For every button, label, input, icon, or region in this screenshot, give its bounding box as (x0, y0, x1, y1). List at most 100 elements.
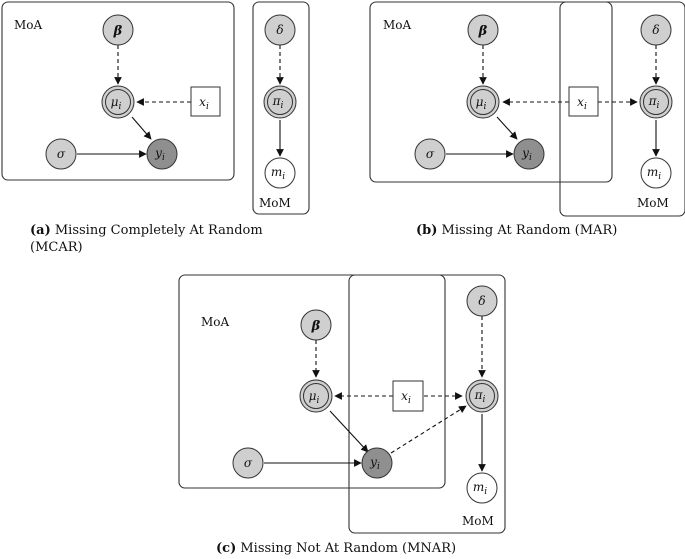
mu-symbol: μ (309, 389, 317, 403)
caption-c-letter: (c) (216, 541, 237, 556)
m-subscript: i (282, 172, 285, 182)
node-delta-a: δ (264, 14, 296, 46)
node-sigma-a: σ (45, 138, 77, 170)
node-y-c: yi (361, 447, 393, 479)
caption-a: (a) Missing Completely At Random (MCAR) (30, 222, 310, 256)
mu-subscript: i (483, 102, 486, 112)
caption-a-letter: (a) (30, 223, 51, 238)
x-subscript: i (584, 102, 587, 112)
node-beta-b: β (467, 14, 499, 46)
node-beta-c: β (300, 309, 332, 341)
node-pi-a: πi (263, 85, 297, 119)
y-symbol: y (154, 146, 162, 160)
pi-subscript: i (483, 395, 486, 405)
plate-mom-label-c: MoM (462, 514, 494, 528)
panel-c: MoA MoM β μi xi σ yi (178, 274, 506, 534)
x-symbol: x (401, 389, 408, 403)
sigma-symbol: σ (57, 147, 66, 161)
pi-symbol: π (272, 94, 282, 108)
edge-mu-y-c (329, 410, 369, 453)
node-delta-c: δ (466, 285, 498, 317)
svg-text:πi: πi (474, 388, 486, 405)
beta-symbol: β (113, 24, 123, 39)
svg-text:xi: xi (199, 95, 209, 112)
plate-moa-c (178, 274, 446, 489)
panel-b: MoA MoM β μi xi σ yi (369, 1, 685, 217)
plate-mom-label-a: MoM (259, 196, 291, 210)
node-sigma-c: σ (232, 447, 264, 479)
svg-text:πi: πi (272, 94, 284, 111)
y-subscript: i (529, 153, 532, 163)
delta-symbol: δ (478, 294, 485, 308)
svg-text:mi: mi (271, 165, 285, 182)
pi-subscript: i (281, 101, 284, 111)
mu-subscript: i (118, 102, 121, 112)
x-symbol: x (577, 95, 584, 109)
x-subscript: i (408, 396, 411, 406)
node-mu-b: μi (466, 85, 500, 119)
plate-mom-a (252, 1, 310, 215)
svg-text:yi: yi (154, 146, 165, 163)
plate-mom-label-b: MoM (637, 196, 669, 210)
delta-symbol: δ (652, 23, 659, 37)
svg-text:xi: xi (577, 95, 587, 112)
plate-moa-b (369, 1, 613, 183)
m-symbol: m (473, 480, 484, 494)
node-m-a: mi (264, 157, 296, 189)
mu-symbol: μ (476, 95, 484, 109)
sigma-symbol: σ (244, 456, 253, 470)
edge-mu-y-b (496, 116, 518, 140)
node-mu-a: μi (101, 85, 135, 119)
node-delta-b: δ (640, 14, 672, 46)
caption-c-text: Missing Not At Random (MNAR) (240, 541, 457, 556)
node-beta-a: β (102, 14, 134, 46)
caption-a-text: Missing Completely At Random (54, 223, 263, 238)
beta-symbol: β (478, 24, 488, 39)
m-subscript: i (484, 487, 487, 497)
sigma-symbol: σ (426, 147, 435, 161)
m-subscript: i (658, 172, 661, 182)
node-x-c: xi (392, 380, 424, 412)
panel-a: MoA MoM β μi xi σ yi (1, 1, 310, 215)
svg-text:yi: yi (521, 146, 532, 163)
y-subscript: i (377, 462, 380, 472)
node-m-c: mi (466, 472, 498, 504)
pi-subscript: i (657, 101, 660, 111)
caption-b-letter: (b) (416, 223, 438, 238)
x-subscript: i (206, 102, 209, 112)
node-sigma-b: σ (414, 138, 446, 170)
caption-c: (c) Missing Not At Random (MNAR) (216, 540, 516, 557)
edge-y-pi-c (390, 405, 467, 454)
y-symbol: y (521, 146, 529, 160)
plate-moa-label-c: MoA (201, 315, 230, 329)
svg-text:mi: mi (647, 165, 661, 182)
svg-text:μi: μi (111, 95, 122, 112)
node-x-a: xi (190, 86, 221, 117)
m-symbol: m (647, 165, 658, 179)
delta-symbol: δ (276, 23, 283, 37)
svg-text:yi: yi (369, 455, 380, 472)
node-x-b: xi (568, 86, 599, 117)
svg-text:μi: μi (309, 389, 320, 406)
node-y-b: yi (513, 138, 545, 170)
caption-a-text-line2: (MCAR) (30, 240, 83, 255)
plate-moa-label-a: MoA (14, 18, 43, 32)
plate-moa-label-b: MoA (383, 18, 412, 32)
mu-symbol: μ (111, 95, 119, 109)
plate-mom-c (348, 274, 506, 534)
svg-text:μi: μi (476, 95, 487, 112)
pi-symbol: π (648, 94, 658, 108)
x-symbol: x (199, 95, 206, 109)
plate-moa-a (1, 1, 235, 181)
edge-mu-y-a (131, 116, 152, 140)
svg-text:mi: mi (473, 480, 487, 497)
caption-b-text: Missing At Random (MAR) (441, 223, 618, 238)
node-y-a: yi (146, 138, 178, 170)
node-pi-c: πi (465, 379, 499, 413)
mu-subscript: i (316, 396, 319, 406)
caption-b: (b) Missing At Random (MAR) (416, 222, 676, 239)
beta-symbol: β (311, 319, 321, 334)
y-symbol: y (369, 455, 377, 469)
m-symbol: m (271, 165, 282, 179)
